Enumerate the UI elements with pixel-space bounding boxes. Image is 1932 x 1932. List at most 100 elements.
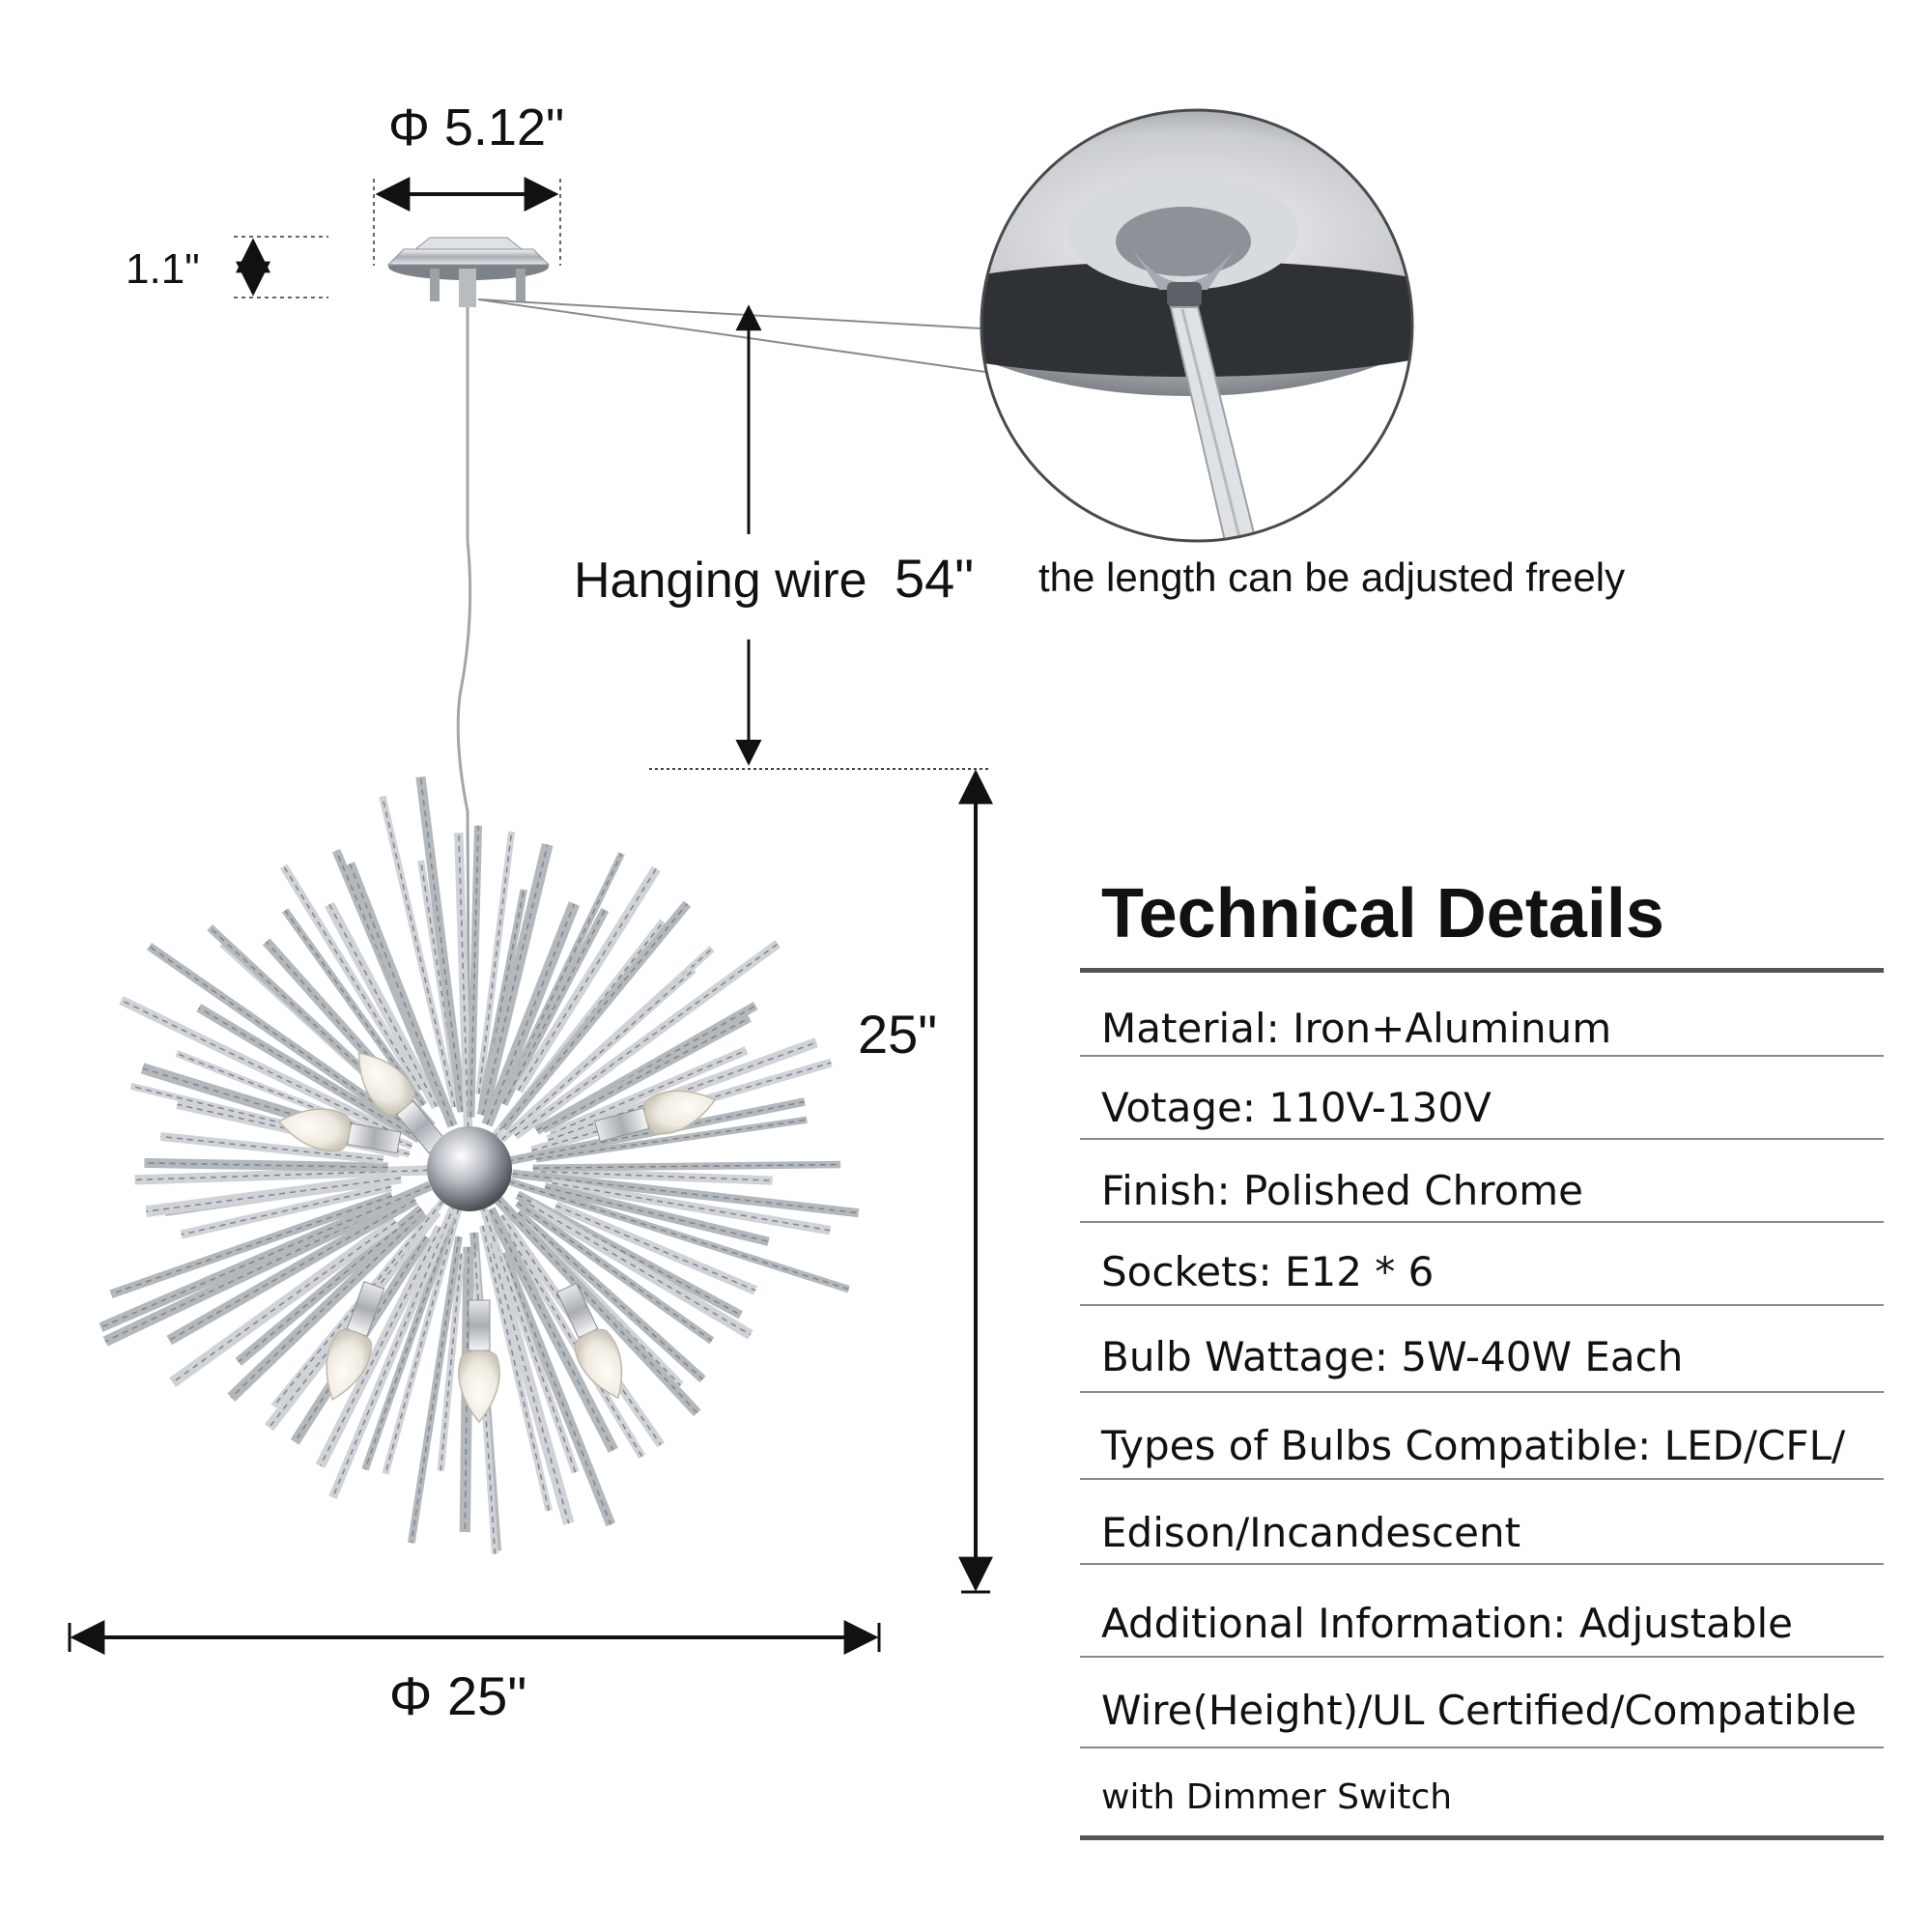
- canopy-diameter-label: Φ 5.12": [388, 99, 564, 156]
- chandelier-spike-texture: [502, 909, 606, 1105]
- fixture-diameter-label: Φ 25": [389, 1665, 526, 1726]
- chandelier-spike-texture: [266, 941, 433, 1127]
- bulb-glass: [574, 1328, 623, 1400]
- chandelier-spike-texture: [100, 1184, 431, 1328]
- spec-finish: Finish: Polished Chrome: [1101, 1167, 1584, 1214]
- chandelier-spike-texture: [134, 1169, 429, 1181]
- canopy: [386, 237, 551, 307]
- chandelier-spike-texture: [535, 1119, 808, 1160]
- chandelier-spike-texture: [514, 943, 779, 1137]
- hanging-wire-label: Hanging wire: [574, 553, 867, 609]
- chandelier-spike: [467, 825, 483, 1118]
- chandelier-spike-texture: [198, 1007, 420, 1140]
- spec-bulb-types-cont: Edison/Incandescent: [1101, 1509, 1521, 1556]
- chandelier-spike-texture: [411, 1236, 460, 1544]
- light-bulb: [594, 1090, 717, 1143]
- chandelier-spike-texture: [230, 1211, 425, 1399]
- technical-details-title: Technical Details: [1101, 875, 1664, 952]
- canopy-height-label: 1.1": [126, 245, 200, 293]
- chandelier-spike-texture: [419, 777, 464, 1112]
- chandelier-spike-texture: [531, 1062, 832, 1151]
- chandelier-spike-texture: [501, 1223, 643, 1458]
- chandelier-spike-texture: [168, 1199, 416, 1342]
- chandelier-spike-texture: [517, 1211, 704, 1380]
- chandelier-spike-texture: [284, 909, 425, 1106]
- canopy-diameter-dimension: Φ 5.12": [373, 99, 564, 266]
- spec-divider: [1080, 1221, 1884, 1223]
- spec-divider: [1080, 1747, 1884, 1748]
- title-divider: [1080, 968, 1884, 973]
- chandelier-spike-texture: [555, 1205, 756, 1292]
- chandelier-spike-texture: [282, 866, 422, 1091]
- spec-divider: [1080, 1055, 1884, 1057]
- chandelier-spike-texture: [532, 1163, 841, 1169]
- hanging-wire-dimension: Hanging wire 54" the length can be adjus…: [574, 304, 1625, 770]
- chandelier-spike-texture: [489, 1208, 614, 1451]
- spec-material: Material: Iron+Aluminum: [1101, 1005, 1612, 1052]
- chandelier-spike-texture: [529, 1204, 752, 1336]
- chandelier-bulbs: [277, 1052, 717, 1424]
- chandelier-spike-texture: [144, 1162, 388, 1169]
- bulb-glass: [643, 1090, 717, 1135]
- fixture-diameter-dimension: Φ 25": [68, 1620, 881, 1726]
- hanging-wire-note: the length can be adjusted freely: [1038, 554, 1625, 600]
- spec-divider: [1080, 1138, 1884, 1140]
- bulb-glass: [458, 1350, 500, 1424]
- spec-bulb-wattage: Bulb Wattage: 5W-40W Each: [1101, 1333, 1684, 1380]
- chandelier-spike-texture: [181, 1185, 392, 1236]
- chandelier-spike-texture: [172, 1221, 397, 1383]
- spec-divider: [1080, 1391, 1884, 1393]
- spec-divider: [1080, 1563, 1884, 1565]
- spec-divider: [1080, 1478, 1884, 1480]
- chandelier-spike-texture: [160, 1135, 384, 1161]
- fixture-height-dimension: 25": [858, 769, 993, 1594]
- spec-sockets: Sockets: E12 * 6: [1101, 1248, 1435, 1295]
- chandelier-spike-texture: [440, 1253, 463, 1471]
- chandelier-spike-texture: [481, 844, 549, 1116]
- chandelier-spike-texture: [516, 1202, 713, 1342]
- chandelier-spike: [494, 1195, 701, 1417]
- spec-additional-info-end: with Dimmer Switch: [1101, 1777, 1453, 1817]
- chandelier-spike-texture: [364, 1216, 454, 1470]
- bulb-glass: [277, 1108, 352, 1152]
- chandelier-spike: [507, 1178, 850, 1293]
- chandelier-spike-texture: [146, 1177, 402, 1212]
- chandelier-spike: [484, 1241, 575, 1525]
- bulb-glass: [357, 1052, 415, 1116]
- chandelier-spike: [479, 1224, 553, 1512]
- bulb-socket: [468, 1299, 491, 1351]
- spec-bulb-types: Types of Bulbs Compatible: LED/CFL/: [1101, 1422, 1846, 1469]
- light-bulb: [277, 1108, 402, 1154]
- spec-additional-info: Additional Information: Adjustable: [1101, 1600, 1794, 1647]
- chandelier-spike: [328, 1202, 460, 1499]
- spec-divider: [1080, 1656, 1884, 1658]
- hanging-wire: [456, 307, 472, 1168]
- chandelier-spike-texture: [319, 1227, 441, 1466]
- bulb-glass: [326, 1329, 373, 1401]
- chandelier-spike: [146, 942, 412, 1130]
- chandelier-spike-texture: [384, 1208, 460, 1474]
- chandelier-spike-texture: [458, 832, 469, 1128]
- canopy-height-dimension: 1.1": [126, 236, 328, 298]
- svg-text:Hanging wire 54": Hanging wire 54": [574, 548, 974, 609]
- chandelier-spike-texture: [542, 1017, 750, 1130]
- chandelier-spike-texture: [517, 867, 658, 1092]
- spec-bottom-divider: [1080, 1835, 1884, 1840]
- chandelier-spike-texture: [550, 1049, 747, 1135]
- fixture-height-label: 25": [858, 1004, 937, 1065]
- chandelier-spike: [497, 1251, 616, 1527]
- chandelier-spike-texture: [477, 831, 513, 1094]
- chandelier-spike-texture: [110, 1195, 393, 1295]
- chandelier-spike-texture: [540, 1171, 773, 1181]
- chandelier-spike-texture: [238, 1208, 422, 1363]
- spec-voltage: Votage: 110V-130V: [1101, 1084, 1492, 1131]
- chandelier-spikes: [99, 776, 860, 1554]
- light-bulb: [326, 1281, 385, 1401]
- light-bulb: [556, 1282, 623, 1400]
- chandelier-spike: [498, 900, 692, 1131]
- chandelier-spike-texture: [486, 903, 576, 1125]
- hanging-wire-value: 54": [895, 548, 974, 609]
- spec-divider: [1080, 1304, 1884, 1306]
